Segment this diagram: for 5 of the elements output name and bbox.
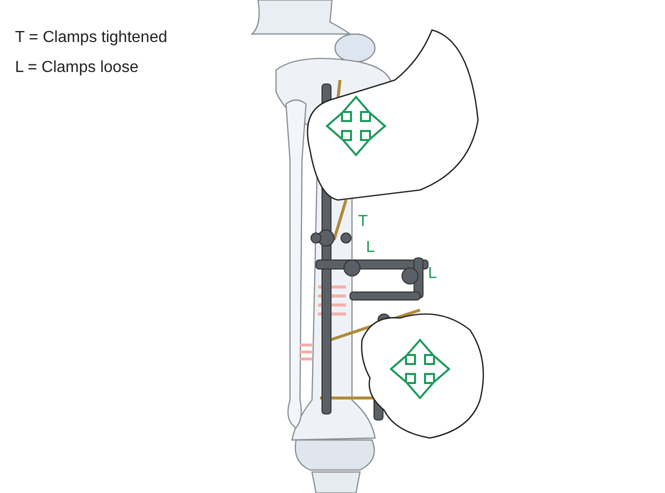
clamp-label: L (428, 266, 437, 282)
clamp-label: L (366, 240, 375, 256)
clamp-label: T (358, 214, 368, 230)
key-text: T = Clamps tightened (15, 30, 168, 46)
key-text: L = Clamps loose (15, 60, 138, 76)
